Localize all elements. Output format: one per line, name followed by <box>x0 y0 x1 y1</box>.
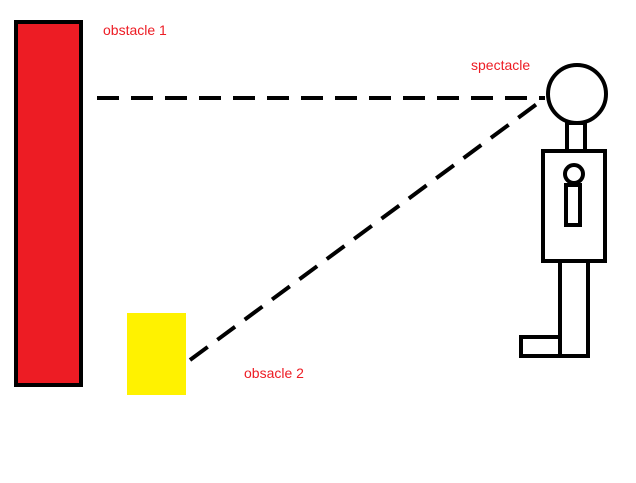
spectator-neck <box>565 121 587 153</box>
obstacle-2-block <box>127 313 186 395</box>
obstacle-1-label: obstacle 1 <box>103 22 167 38</box>
spectator-arm-joint <box>563 163 585 185</box>
spectator-head <box>546 63 608 125</box>
sightline-to-obstacle-2 <box>188 96 547 362</box>
obstacle-2-label: obsacle 2 <box>244 365 304 381</box>
spectator-foot <box>519 335 562 358</box>
spectacle-label: spectacle <box>471 57 531 73</box>
obstacle-1-bar <box>14 20 83 387</box>
spectator-leg <box>558 259 590 358</box>
spectator-figure <box>519 63 608 358</box>
spectator-arm <box>564 183 582 227</box>
